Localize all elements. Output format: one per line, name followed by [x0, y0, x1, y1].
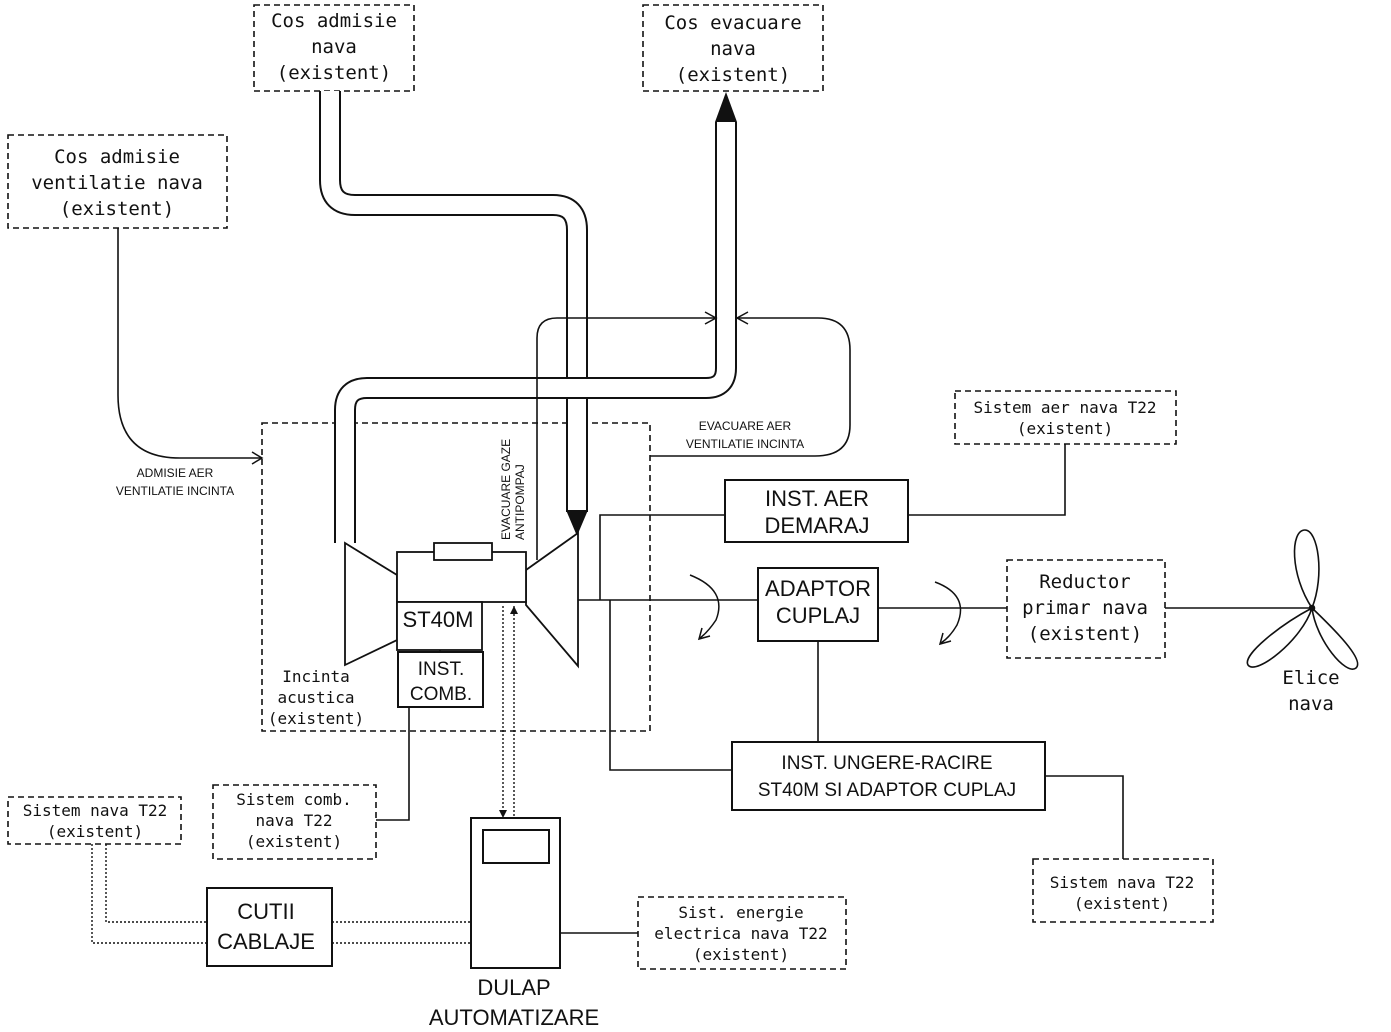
exhaust-arrow-up [715, 92, 737, 122]
cable-sistem-to-cutii-2 [105, 844, 207, 923]
reductor-box [1006, 559, 1166, 659]
evacuare-aer-arrow [735, 311, 749, 325]
adaptor-cuplaj-box [757, 567, 879, 642]
inst-ungere-box [731, 741, 1046, 811]
rotation-icon-1 [689, 574, 720, 639]
sistem-comb-box [212, 784, 377, 860]
turbine-shape [525, 531, 579, 669]
sistem-aer-nava-label: Sistem aer nava T22(existent) [973, 398, 1156, 438]
cos-evacuare-nava-box [642, 4, 824, 92]
antipompaj-arrow [704, 311, 718, 325]
intake-arrow-down [566, 510, 588, 536]
incinta-acustica-box [261, 422, 651, 732]
sistem-nava-left-label: Sistem nava T22(existent) [23, 801, 168, 841]
inst-comb-box [397, 651, 484, 708]
cable-sistem-to-cutii-1 [91, 844, 207, 944]
aer-demaraj-to-engine [599, 514, 725, 600]
aer-demaraj-to-sistem-aer [908, 444, 1066, 516]
inst-comb-to-sistem-comb [376, 707, 410, 821]
dulap-screen [482, 829, 550, 864]
sistem-comb-label: Sistem comb.nava T22(existent) [236, 790, 352, 851]
ungere-to-sistem-nava [1045, 775, 1124, 859]
engine-lower [396, 601, 483, 651]
admisie-arrow [251, 451, 264, 465]
inst-aer-demaraj-box [724, 479, 909, 543]
cable-arrow-down [499, 810, 507, 818]
antipompaj-line [536, 317, 716, 560]
engine-top-plate [433, 542, 493, 561]
cutii-cablaje-box [206, 887, 333, 967]
evacuare-aer-line [650, 317, 851, 457]
propeller-icon [1246, 529, 1359, 670]
admisie-aer-line [117, 228, 262, 459]
compressor-shape [344, 541, 398, 667]
cable-arrow-up [510, 606, 518, 614]
inst-comb-label: INST.COMB. [410, 659, 472, 705]
intake-duct [319, 91, 588, 512]
engine-to-ungere [609, 600, 732, 771]
sistem-nava-right-label: Sistem nava T22(existent) [1050, 873, 1195, 913]
exhaust-duct [334, 122, 737, 543]
engine-label: ST40M [403, 607, 474, 632]
rotation-icon-2 [934, 581, 962, 644]
evacuare-gaze-label: EVACUARE GAZEANTIPOMPAJ [499, 439, 527, 540]
